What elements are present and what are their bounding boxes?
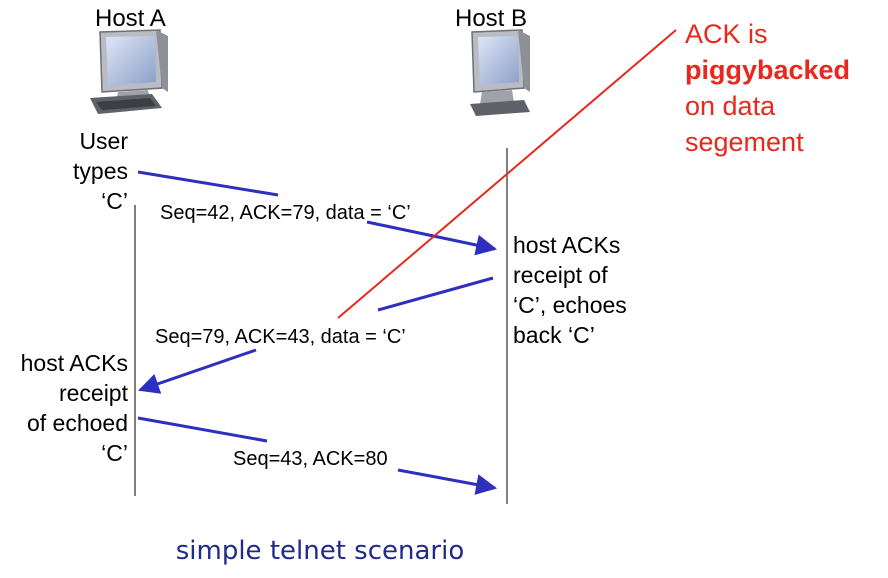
ack-line: host ACKs: [513, 232, 621, 258]
host-b-ack-text: host ACKs receipt of ‘C’, echoes back ‘C…: [513, 230, 627, 350]
host-a-label: Host A: [95, 5, 166, 32]
host-b-label: Host B: [455, 5, 528, 32]
segment-label-3: Seq=43, ACK=80: [233, 448, 388, 470]
user-types-text: User types ‘C’: [40, 126, 128, 216]
event-line: User: [79, 128, 128, 154]
annotation-pointer-line: [337, 29, 677, 319]
segment-label-1: Seq=42, ACK=79, data = ‘C’: [160, 202, 411, 224]
ack-line: back ‘C’: [513, 322, 595, 348]
annotation-line: segement: [685, 127, 804, 157]
host-a-ack-text: host ACKs receipt of echoed ‘C’: [0, 348, 128, 468]
event-line: types: [73, 158, 128, 184]
ack-line: ‘C’: [101, 440, 128, 466]
ack-line: receipt: [58, 380, 128, 406]
ack-line: host ACKs: [20, 350, 128, 376]
ack-line: receipt of: [513, 262, 608, 288]
annotation-line-bold: piggybacked: [685, 55, 851, 85]
desktop-computer-icon: [90, 29, 168, 114]
segment-label-2: Seq=79, ACK=43, data = ‘C’: [155, 326, 406, 348]
event-line: ‘C’: [101, 188, 128, 214]
desktop-computer-icon: [470, 29, 530, 116]
segment-arrow-1: [137, 170, 498, 256]
segment-arrow-2: [138, 276, 494, 394]
diagram-caption: simple telnet scenario: [175, 536, 465, 566]
ack-line: of echoed: [26, 410, 128, 436]
annotation-line: on data: [685, 91, 776, 121]
piggyback-annotation: ACK is piggybacked on data segement: [685, 16, 850, 160]
ack-line: ‘C’, echoes: [513, 292, 627, 318]
segment-arrow-3: [137, 416, 498, 495]
annotation-line: ACK is: [685, 19, 768, 49]
